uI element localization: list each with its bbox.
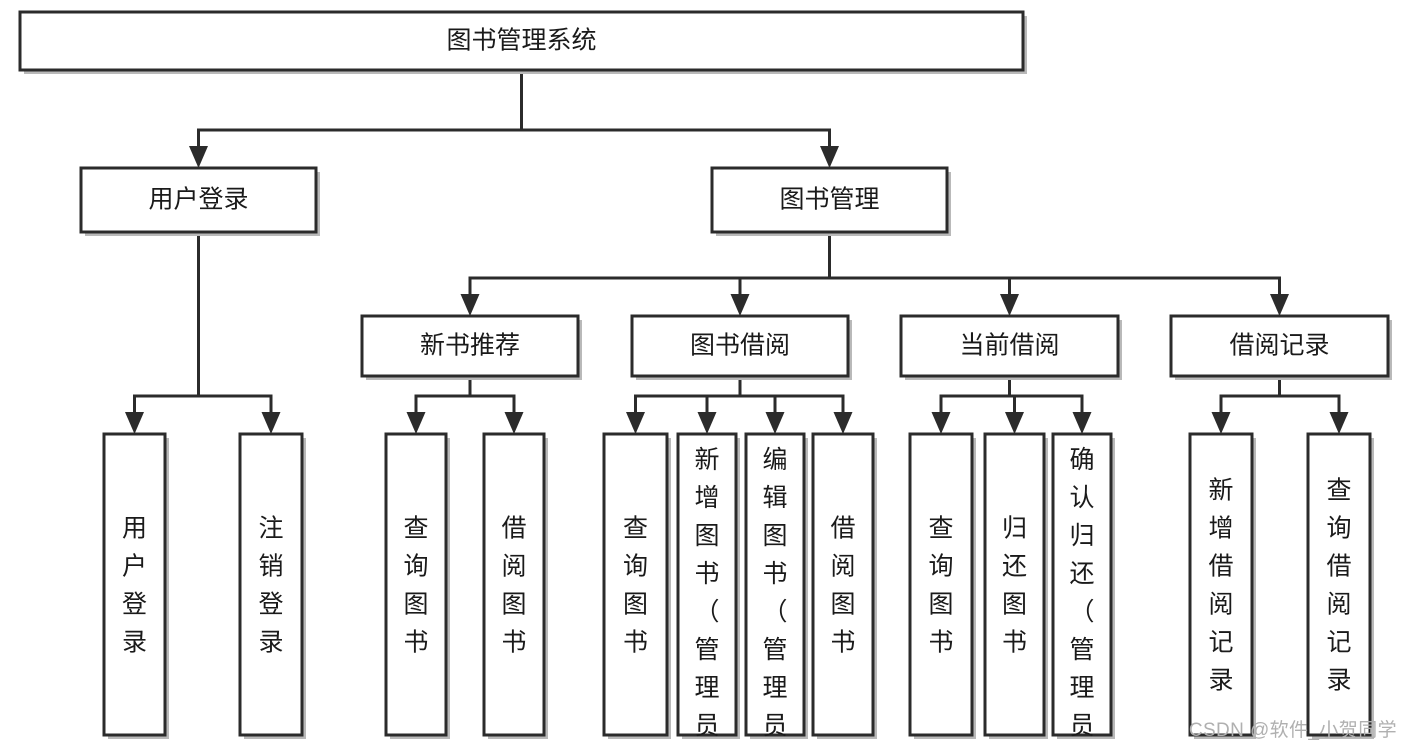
node-leaf_login_2[interactable]: 注销登录 — [238, 432, 306, 739]
node-label: 图书管理 — [779, 186, 879, 214]
arrow-head-icon — [406, 412, 426, 434]
node-label: 确认归还（管理员） — [1069, 446, 1094, 747]
node-box[interactable] — [79, 166, 318, 234]
node-leaf_borrow_4[interactable]: 借阅图书 — [811, 432, 877, 739]
arrow-head-icon — [1329, 412, 1349, 434]
arrow-head-icon — [261, 412, 281, 434]
node-label: 查询借阅记录 — [1326, 477, 1351, 695]
node-box[interactable] — [710, 166, 949, 234]
arrow-head-icon — [1000, 294, 1019, 316]
node-box[interactable] — [744, 432, 806, 737]
node-label: 用户登录 — [122, 515, 147, 657]
node-leaf_borrow_3[interactable]: 编辑图书（管理员） — [744, 432, 808, 747]
arrow-head-icon — [504, 412, 524, 434]
node-label: 新书推荐 — [420, 332, 520, 360]
node-box[interactable] — [102, 432, 167, 737]
node-l3c[interactable]: 当前借阅 — [899, 314, 1122, 380]
node-label: 用户登录 — [148, 186, 248, 214]
arrow-head-icon — [931, 412, 951, 434]
arrow-head-icon — [1072, 412, 1092, 434]
node-box[interactable] — [676, 432, 738, 737]
node-box[interactable] — [630, 314, 850, 378]
node-leaf_cur_1[interactable]: 查询图书 — [908, 432, 976, 739]
node-leaf_borrow_1[interactable]: 查询图书 — [602, 432, 671, 739]
node-label: 图书借阅 — [690, 332, 790, 360]
arrow-head-icon — [820, 146, 839, 168]
node-label: 借阅记录 — [1229, 332, 1329, 360]
arrow-head-icon — [460, 294, 480, 316]
arrow-head-icon — [730, 294, 750, 316]
node-label: 编辑图书（管理员） — [762, 446, 787, 747]
node-box[interactable] — [602, 432, 669, 737]
node-box[interactable] — [1188, 432, 1254, 737]
node-box[interactable] — [983, 432, 1046, 737]
edges-layer — [125, 68, 1349, 434]
arrow-head-icon — [1211, 412, 1231, 434]
nodes-layer: 图书管理系统用户登录图书管理新书推荐图书借阅当前借阅借阅记录用户登录注销登录查询… — [18, 10, 1392, 747]
node-box[interactable] — [908, 432, 974, 737]
node-label: 查询图书 — [403, 515, 428, 657]
node-l3b[interactable]: 图书借阅 — [630, 314, 852, 380]
node-label: 新增图书（管理员） — [694, 446, 719, 747]
node-label: 归还图书 — [1002, 515, 1027, 657]
node-box[interactable] — [899, 314, 1120, 378]
node-l2a[interactable]: 用户登录 — [79, 166, 320, 236]
arrow-head-icon — [626, 412, 645, 434]
node-box[interactable] — [360, 314, 580, 378]
node-label: 借阅图书 — [501, 515, 526, 657]
arrow-head-icon — [833, 412, 853, 434]
node-leaf_cur_2[interactable]: 归还图书 — [983, 432, 1048, 739]
node-root[interactable]: 图书管理系统 — [18, 10, 1027, 74]
node-box[interactable] — [1306, 432, 1372, 737]
arrow-head-icon — [1005, 412, 1024, 434]
node-box[interactable] — [811, 432, 875, 737]
node-l3d[interactable]: 借阅记录 — [1169, 314, 1392, 380]
node-label: 图书管理系统 — [446, 27, 596, 55]
node-label: 查询图书 — [928, 515, 953, 657]
node-box[interactable] — [1169, 314, 1390, 378]
node-leaf_borrow_2[interactable]: 新增图书（管理员） — [676, 432, 740, 747]
node-label: 注销登录 — [258, 515, 283, 657]
arrow-head-icon — [1270, 294, 1289, 316]
node-box[interactable] — [18, 10, 1025, 72]
node-box[interactable] — [482, 432, 546, 737]
node-label: 新增借阅记录 — [1208, 477, 1233, 695]
node-l3a[interactable]: 新书推荐 — [360, 314, 582, 380]
node-leaf_rec_2[interactable]: 查询借阅记录 — [1306, 432, 1374, 739]
node-box[interactable] — [1051, 432, 1113, 737]
arrow-head-icon — [765, 412, 785, 434]
node-leaf_new_1[interactable]: 查询图书 — [384, 432, 450, 739]
arrow-head-icon — [189, 146, 208, 168]
node-l2b[interactable]: 图书管理 — [710, 166, 951, 236]
arrow-head-icon — [697, 412, 717, 434]
node-leaf_cur_3[interactable]: 确认归还（管理员） — [1051, 432, 1115, 747]
node-label: 查询图书 — [623, 515, 648, 657]
node-box[interactable] — [384, 432, 448, 737]
node-box[interactable] — [238, 432, 304, 737]
arrow-head-icon — [125, 412, 144, 434]
node-leaf_new_2[interactable]: 借阅图书 — [482, 432, 548, 739]
node-leaf_login_1[interactable]: 用户登录 — [102, 432, 169, 739]
node-label: 借阅图书 — [830, 515, 855, 657]
node-leaf_rec_1[interactable]: 新增借阅记录 — [1188, 432, 1256, 739]
node-label: 当前借阅 — [959, 332, 1059, 360]
